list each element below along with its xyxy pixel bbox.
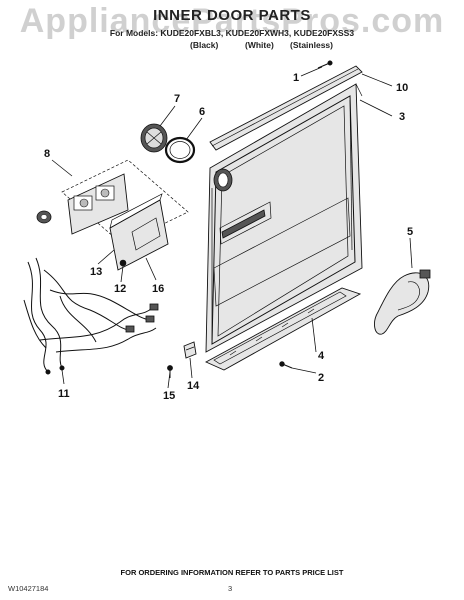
callout-14: 14 [187,380,200,392]
bottom-bracket [204,287,362,371]
color-label-stainless: (Stainless) [290,40,333,50]
clip-14 [183,341,197,359]
color-label-white: (White) [245,40,274,50]
leader-lines [51,66,413,389]
vent-assembly [140,123,168,153]
callout-2: 2 [318,372,325,384]
dispenser-group [36,159,189,245]
callout-10: 10 [396,82,409,94]
callout-6: 6 [199,106,206,118]
callout-5: 5 [407,226,414,238]
wire-harness [23,257,159,375]
callout-13: 13 [90,266,103,278]
callout-3: 3 [399,111,406,123]
callout-4: 4 [318,350,325,362]
callout-8: 8 [44,148,51,160]
page-number: 3 [228,584,233,593]
vent-duct [374,269,431,335]
model-list: For Models: KUDE20FXBL3, KUDE20FXWH3, KU… [109,28,355,38]
screw-12 [119,259,127,267]
callout-15: 15 [163,390,176,402]
cover-plate [109,193,169,271]
ordering-info: FOR ORDERING INFORMATION REFER TO PARTS … [120,568,344,577]
screw-top [317,60,333,69]
document-id: W10427184 [8,584,49,593]
callout-7: 7 [174,93,181,105]
color-label-black: (Black) [190,40,219,50]
top-seal-strip [209,65,363,151]
screw-2 [279,361,293,369]
diagram-title: INNER DOOR PARTS [153,7,311,24]
inner-door-panel [205,83,363,353]
callout-16: 16 [152,283,165,295]
callout-1: 1 [293,72,300,84]
vent-gasket [164,136,196,164]
callout-12: 12 [114,283,127,295]
callout-11: 11 [58,388,70,400]
screw-15 [167,365,173,378]
